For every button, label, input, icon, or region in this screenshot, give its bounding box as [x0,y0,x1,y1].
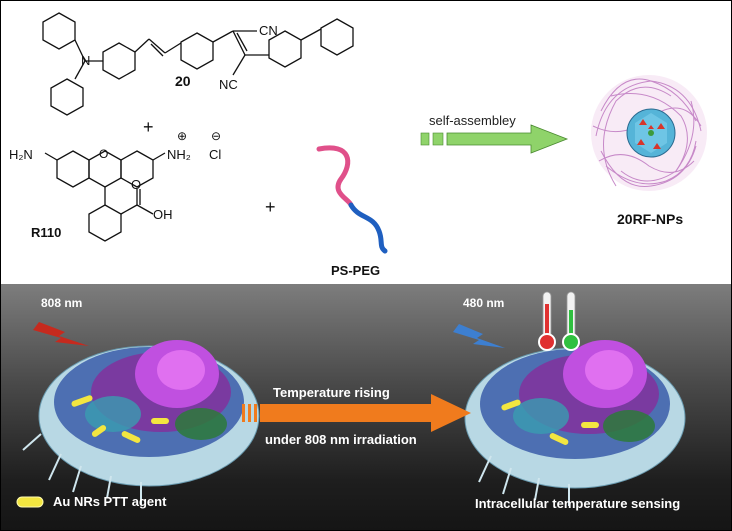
ps-peg-label: PS-PEG [331,263,381,278]
compound-20-label: 20 [175,73,191,89]
nps-label: 20RF-NPs [617,211,684,227]
au-nr-legend-label: Au NRs PTT agent [53,494,167,509]
benzene-ring-6 [320,18,354,56]
green-thermometer [562,291,580,351]
hydroxyl-label: OH [153,207,173,222]
self-assembly-arrow [420,124,569,154]
blue-laser-bolt [453,324,505,348]
peg-block [348,202,388,254]
plus-sign-2: + [265,197,276,217]
laser-808-label: 808 nm [41,296,83,310]
cn-bottom-label: NC [219,77,238,92]
carbonyl-o-label: O [131,177,142,192]
cn-top-label: CN [259,23,278,38]
cell-application-panel: 808 nm 480 nm Temperature rising under 8… [1,284,731,530]
left-cell [22,340,260,504]
laser-480-label: 480 nm [463,296,505,310]
ps-block [316,145,354,208]
sensing-label: Intracellular temperature sensing [475,496,681,511]
nanoparticle-illustration [591,75,707,191]
chloride-label: Cl [209,147,222,162]
amine-n-label: N [81,53,91,68]
red-thermometer [538,291,556,351]
arrow-top-label: Temperature rising [273,385,390,400]
negative-charge: ⊖ [211,129,222,143]
arrow-bottom-label: under 808 nm irradiation [265,432,417,447]
self-assembly-label: self-assembley [429,113,516,128]
ps-peg-polymer [316,145,388,254]
nh2-label: NH₂ [167,147,191,162]
au-nr-legend-swatch [16,496,44,508]
plus-sign-1: + [143,117,154,137]
benzene-ring-2 [50,78,84,116]
positive-charge: ⊕ [177,129,188,143]
h2n-label: H₂N [9,147,33,162]
red-laser-bolt [33,322,89,346]
r110-label: R110 [31,225,62,240]
synthesis-panel: N 20 CN NC + H₂N NH₂ ⊕ ⊖ Cl O O OH R110 … [1,1,731,284]
xanthene-oxygen-label: O [99,147,109,161]
orange-process-arrow [242,394,471,432]
right-cell [464,291,686,506]
chemical-structures [42,12,354,242]
cell-illustrations [16,291,686,508]
benzene-ring-1 [42,12,76,50]
